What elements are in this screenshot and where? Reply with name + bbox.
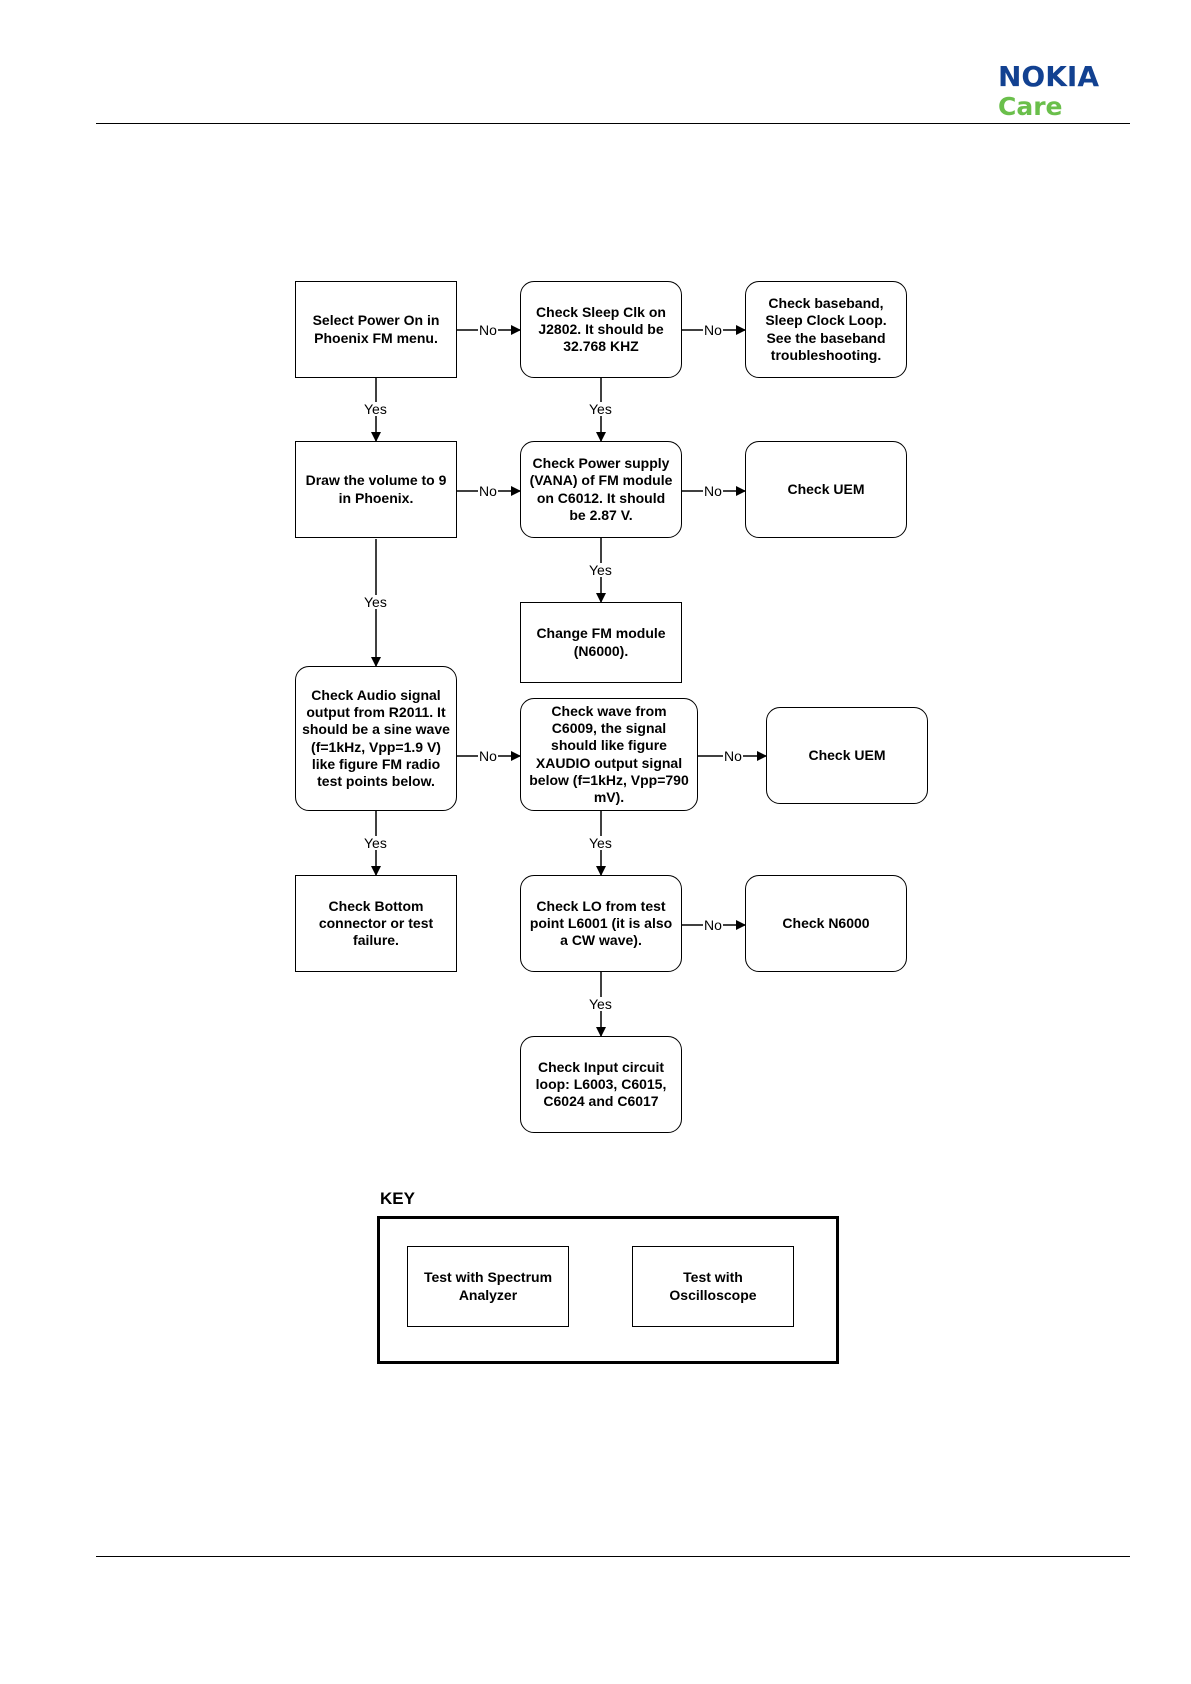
check-power-supply-text: Check Power supply (VANA) of FM module o… bbox=[529, 454, 673, 523]
header-rule bbox=[96, 123, 1130, 124]
check-uem-text-2: Check UEM bbox=[808, 746, 886, 763]
key-frame bbox=[377, 1216, 839, 1364]
select-power-box: Select Power On in Phoenix FM menu. bbox=[295, 281, 457, 378]
yes-label: Yes bbox=[588, 996, 613, 1012]
yes-label: Yes bbox=[588, 562, 613, 578]
yes-label: Yes bbox=[588, 835, 613, 851]
key-title: KEY bbox=[380, 1189, 415, 1208]
yes-label: Yes bbox=[363, 401, 388, 417]
draw-volume-text: Draw the volume to 9 in Phoenix. bbox=[305, 472, 447, 506]
check-baseband-text: Check baseband, Sleep Clock Loop. See th… bbox=[765, 294, 887, 363]
check-input-text: Check Input circuit loop: L6003, C6015, … bbox=[535, 1058, 667, 1110]
no-label: No bbox=[478, 748, 498, 764]
nokia-care-logo: NOKIA Care bbox=[998, 62, 1130, 120]
check-input-box: Check Input circuit loop: L6003, C6015, … bbox=[520, 1036, 682, 1133]
yes-label: Yes bbox=[363, 835, 388, 851]
check-lo-box: Check LO from test point L6001 (it is al… bbox=[520, 875, 682, 972]
no-label: No bbox=[478, 322, 498, 338]
no-label: No bbox=[703, 483, 723, 499]
check-uem-box-1: Check UEM bbox=[745, 441, 907, 538]
key-spectrum-box: Test with Spectrum Analyzer bbox=[407, 1246, 569, 1327]
draw-volume-box: Draw the volume to 9 in Phoenix. bbox=[295, 441, 457, 538]
no-label: No bbox=[703, 917, 723, 933]
key-oscilloscope-text: Test with Oscilloscope bbox=[669, 1269, 757, 1303]
check-baseband-box: Check baseband, Sleep Clock Loop. See th… bbox=[745, 281, 907, 378]
no-label: No bbox=[703, 322, 723, 338]
check-wave-box: Check wave from C6009, the signal should… bbox=[520, 698, 698, 811]
no-label: No bbox=[478, 483, 498, 499]
check-bottom-box: Check Bottom connector or test failure. bbox=[295, 875, 457, 972]
check-audio-box: Check Audio signal output from R2011. It… bbox=[295, 666, 457, 811]
yes-label: Yes bbox=[588, 401, 613, 417]
no-label: No bbox=[723, 748, 743, 764]
logo-nokia-text: NOKIA bbox=[998, 60, 1100, 93]
check-sleep-clk-box: Check Sleep Clk on J2802. It should be 3… bbox=[520, 281, 682, 378]
check-bottom-text: Check Bottom connector or test failure. bbox=[318, 897, 434, 949]
check-audio-text: Check Audio signal output from R2011. It… bbox=[302, 686, 450, 790]
check-sleep-clk-text: Check Sleep Clk on J2802. It should be 3… bbox=[536, 303, 666, 355]
check-n6000-text: Check N6000 bbox=[782, 914, 870, 931]
footer-rule bbox=[96, 1556, 1130, 1557]
check-uem-text-1: Check UEM bbox=[787, 480, 865, 497]
key-oscilloscope-box: Test with Oscilloscope bbox=[632, 1246, 794, 1327]
key-spectrum-text: Test with Spectrum Analyzer bbox=[423, 1269, 553, 1303]
yes-label: Yes bbox=[363, 594, 388, 610]
check-n6000-box: Check N6000 bbox=[745, 875, 907, 972]
logo-care-text: Care bbox=[998, 92, 1063, 121]
select-power-text: Select Power On in Phoenix FM menu. bbox=[312, 312, 440, 346]
check-power-supply-box: Check Power supply (VANA) of FM module o… bbox=[520, 441, 682, 538]
check-wave-text: Check wave from C6009, the signal should… bbox=[529, 702, 689, 806]
change-fm-box: Change FM module (N6000). bbox=[520, 602, 682, 683]
change-fm-text: Change FM module (N6000). bbox=[536, 625, 666, 659]
check-uem-box-2: Check UEM bbox=[766, 707, 928, 804]
check-lo-text: Check LO from test point L6001 (it is al… bbox=[529, 897, 673, 949]
